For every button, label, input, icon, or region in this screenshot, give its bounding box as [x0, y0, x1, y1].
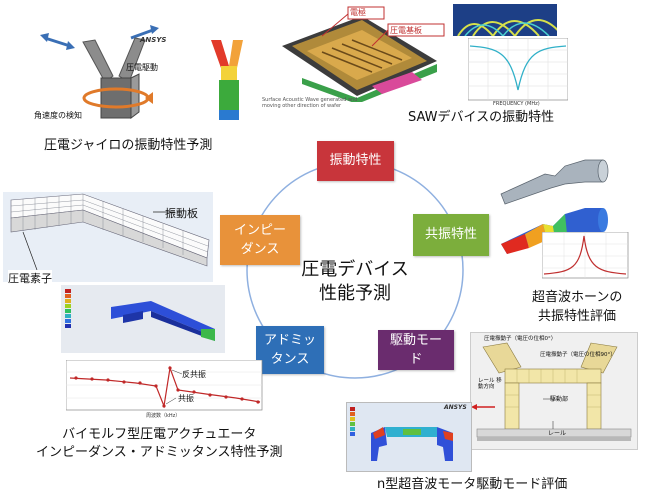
saw-note: Surface Acoustic Wave generated and movi…	[262, 97, 358, 109]
motor-caption: n型超音波モータ駆動モード評価	[377, 477, 568, 492]
node-resonance: 共振特性	[413, 214, 489, 256]
saw-frequency-chart	[468, 38, 568, 101]
element-label: 圧電素子	[8, 270, 52, 286]
motor-rail-direction-label: レール 移動方向	[478, 378, 502, 391]
saw-substrate-label: 圧電基板	[390, 26, 422, 35]
bimorph-caption-line1: バイモルフ型圧電アクチュエータ	[62, 427, 257, 442]
motor-model-panel	[470, 332, 638, 450]
horn-caption: 超音波ホーンの 共振特性評価	[532, 286, 622, 324]
gyro-drive-label: 圧電駆動	[126, 63, 158, 72]
node-drive-label-1: 駆動モー	[389, 332, 442, 348]
bimorph-caption: バイモルフ型圧電アクチュエータ インピーダンス・アドミッタンス特性予測	[36, 426, 282, 461]
saw-x-axis-label: FREQUENCY (MHz)	[493, 101, 540, 107]
bimorph-fem-panel	[61, 285, 225, 353]
horn-caption-line1: 超音波ホーンの	[532, 290, 623, 305]
horn-caption-line2: 共振特性評価	[538, 309, 617, 324]
motor-top-label-2: 圧電振動子（電圧の位相90°）	[540, 352, 616, 358]
center-title-line2: 性能予測	[319, 283, 391, 305]
node-resonance-label: 共振特性	[424, 226, 477, 242]
node-vibration-label: 振動特性	[329, 152, 382, 168]
node-vibration: 振動特性	[317, 141, 394, 181]
motor-drive-label: 駆動部	[550, 396, 569, 403]
saw-wave-plot	[453, 4, 557, 36]
bimorph-mesh	[3, 192, 213, 282]
saw-electrode-label: 電極	[350, 8, 366, 17]
horn-illustration	[500, 159, 609, 254]
saw-caption: SAWデバイスの振動特性	[408, 110, 555, 125]
motor-top-label-1: 圧電振動子（電圧の位相0°）	[484, 336, 557, 342]
gyro-ansys-logo: ANSYS	[140, 36, 167, 44]
motor-fem-panel	[346, 402, 472, 472]
bimorph-impedance-chart	[66, 360, 263, 411]
bimorph-caption-line2: インピーダンス・アドミッタンス特性予測	[36, 444, 283, 460]
node-drive-mode: 駆動モー ド	[378, 330, 454, 370]
bimorph-x-axis-label: 周波数（kHz）	[146, 413, 181, 419]
node-admittance-label-2: タンス	[270, 352, 310, 367]
gyro-illustration	[40, 25, 243, 120]
antiresonance-label: 反共振	[182, 370, 206, 379]
center-title-line1: 圧電デバイス	[301, 259, 409, 280]
saw-device-illustration	[282, 6, 445, 102]
node-impedance-label-2: ダンス	[240, 242, 280, 257]
center-title: 圧電デバイス 性能予測	[295, 258, 415, 307]
gyro-angular-label: 角速度の検知	[34, 111, 82, 120]
node-drive-label-2: ド	[409, 352, 423, 367]
node-impedance-label-1: インピー	[233, 222, 286, 238]
plate-label: 振動板	[165, 207, 198, 220]
motor-rail-label: レール	[548, 430, 567, 437]
node-impedance: インピー ダンス	[220, 215, 300, 265]
node-admittance: アドミッ タンス	[256, 326, 324, 374]
gyro-caption: 圧電ジャイロの振動特性予測	[44, 138, 213, 153]
motor-ansys-logo: ANSYS	[444, 404, 467, 411]
horn-resonance-chart	[542, 232, 629, 279]
resonance-label: 共振	[178, 394, 194, 403]
node-admittance-label-1: アドミッ	[263, 332, 316, 348]
